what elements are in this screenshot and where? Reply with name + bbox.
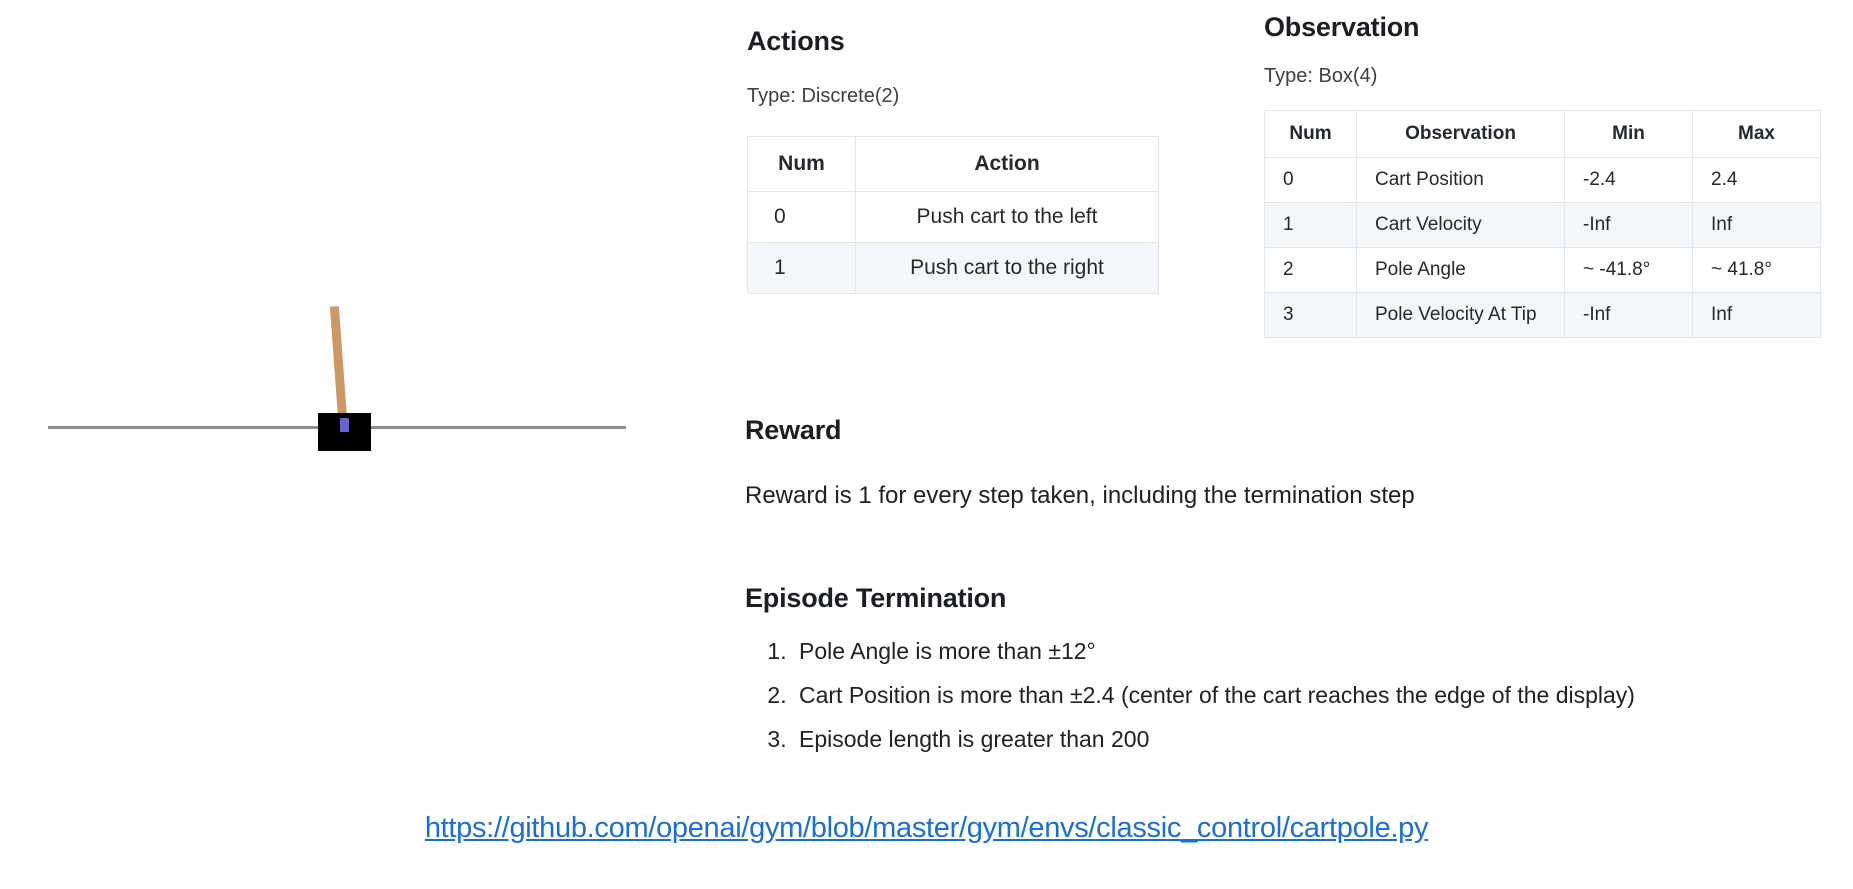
observation-cell-max: Inf — [1692, 202, 1821, 248]
actions-section: Actions Type: Discrete(2) Num Action 0 P… — [747, 26, 1167, 294]
observation-cell-max: ~ 41.8° — [1692, 247, 1821, 293]
observation-cell-name: Pole Velocity At Tip — [1356, 292, 1565, 338]
episode-termination-list: Pole Angle is more than ±12° Cart Positi… — [745, 638, 1845, 753]
observation-col-num: Num — [1264, 110, 1357, 158]
table-row: 0 Push cart to the left — [747, 191, 1159, 243]
table-row: 1 Cart Velocity -Inf Inf — [1264, 202, 1821, 248]
actions-cell-action: Push cart to the right — [855, 242, 1159, 294]
observation-cell-num: 2 — [1264, 247, 1357, 293]
source-link-container: https://github.com/openai/gym/blob/maste… — [0, 812, 1853, 845]
episode-termination-heading: Episode Termination — [745, 583, 1007, 613]
table-header-row: Num Observation Min Max — [1264, 110, 1821, 158]
observation-section: Observation Type: Box(4) Num Observation… — [1264, 12, 1821, 338]
observation-col-observation: Observation — [1356, 110, 1565, 158]
actions-cell-num: 1 — [747, 242, 856, 294]
observation-cell-num: 0 — [1264, 157, 1357, 203]
observation-cell-name: Pole Angle — [1356, 247, 1565, 293]
observation-cell-min: -Inf — [1564, 292, 1693, 338]
table-row: 0 Cart Position -2.4 2.4 — [1264, 157, 1821, 203]
observation-heading: Observation — [1264, 12, 1420, 42]
observation-table: Num Observation Min Max 0 Cart Position … — [1264, 110, 1821, 338]
list-item: Episode length is greater than 200 — [793, 726, 1845, 753]
observation-cell-num: 1 — [1264, 202, 1357, 248]
observation-cell-name: Cart Position — [1356, 157, 1565, 203]
observation-cell-name: Cart Velocity — [1356, 202, 1565, 248]
observation-cell-min: ~ -41.8° — [1564, 247, 1693, 293]
actions-heading: Actions — [747, 26, 845, 56]
reward-section: Reward Reward is 1 for every step taken,… — [745, 415, 1835, 510]
table-row: 2 Pole Angle ~ -41.8° ~ 41.8° — [1264, 247, 1821, 293]
cartpole-axle — [340, 418, 349, 432]
actions-table: Num Action 0 Push cart to the left 1 Pus… — [747, 136, 1159, 294]
observation-cell-max: Inf — [1692, 292, 1821, 338]
reward-heading: Reward — [745, 415, 842, 445]
table-row: 3 Pole Velocity At Tip -Inf Inf — [1264, 292, 1821, 338]
observation-col-max: Max — [1692, 110, 1821, 158]
list-item: Pole Angle is more than ±12° — [793, 638, 1845, 665]
observation-type-label: Type: Box(4) — [1264, 65, 1378, 87]
observation-cell-max: 2.4 — [1692, 157, 1821, 203]
observation-cell-min: -2.4 — [1564, 157, 1693, 203]
actions-col-num: Num — [747, 136, 856, 192]
reward-description: Reward is 1 for every step taken, includ… — [745, 482, 1415, 509]
table-header-row: Num Action — [747, 136, 1159, 192]
observation-cell-num: 3 — [1264, 292, 1357, 338]
cartpole-figure — [0, 0, 700, 790]
list-item: Cart Position is more than ±2.4 (center … — [793, 682, 1845, 709]
observation-cell-min: -Inf — [1564, 202, 1693, 248]
actions-type-label: Type: Discrete(2) — [747, 85, 900, 107]
actions-col-action: Action — [855, 136, 1159, 192]
episode-termination-section: Episode Termination Pole Angle is more t… — [745, 583, 1845, 770]
observation-col-min: Min — [1564, 110, 1693, 158]
table-row: 1 Push cart to the right — [747, 242, 1159, 294]
actions-cell-action: Push cart to the left — [855, 191, 1159, 243]
source-url-link[interactable]: https://github.com/openai/gym/blob/maste… — [424, 812, 1429, 844]
actions-cell-num: 0 — [747, 191, 856, 243]
